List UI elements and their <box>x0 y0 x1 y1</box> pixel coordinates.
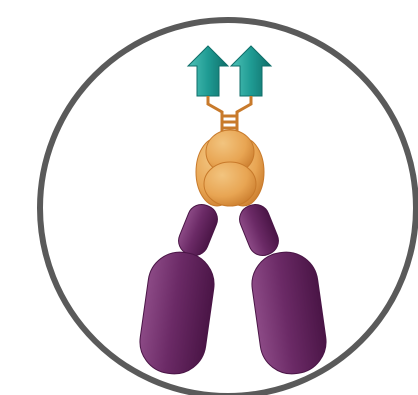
right-teal-arrow-icon <box>231 46 271 96</box>
left-upper-purple-domain <box>174 200 221 259</box>
orange-core-domain <box>196 130 264 206</box>
right-upper-purple-domain <box>235 200 282 259</box>
left-lower-purple-domain <box>136 248 218 378</box>
linker-ladder <box>208 96 251 132</box>
outer-ring <box>40 20 416 395</box>
left-teal-arrow-icon <box>188 46 228 96</box>
right-lower-purple-domain <box>248 248 330 378</box>
